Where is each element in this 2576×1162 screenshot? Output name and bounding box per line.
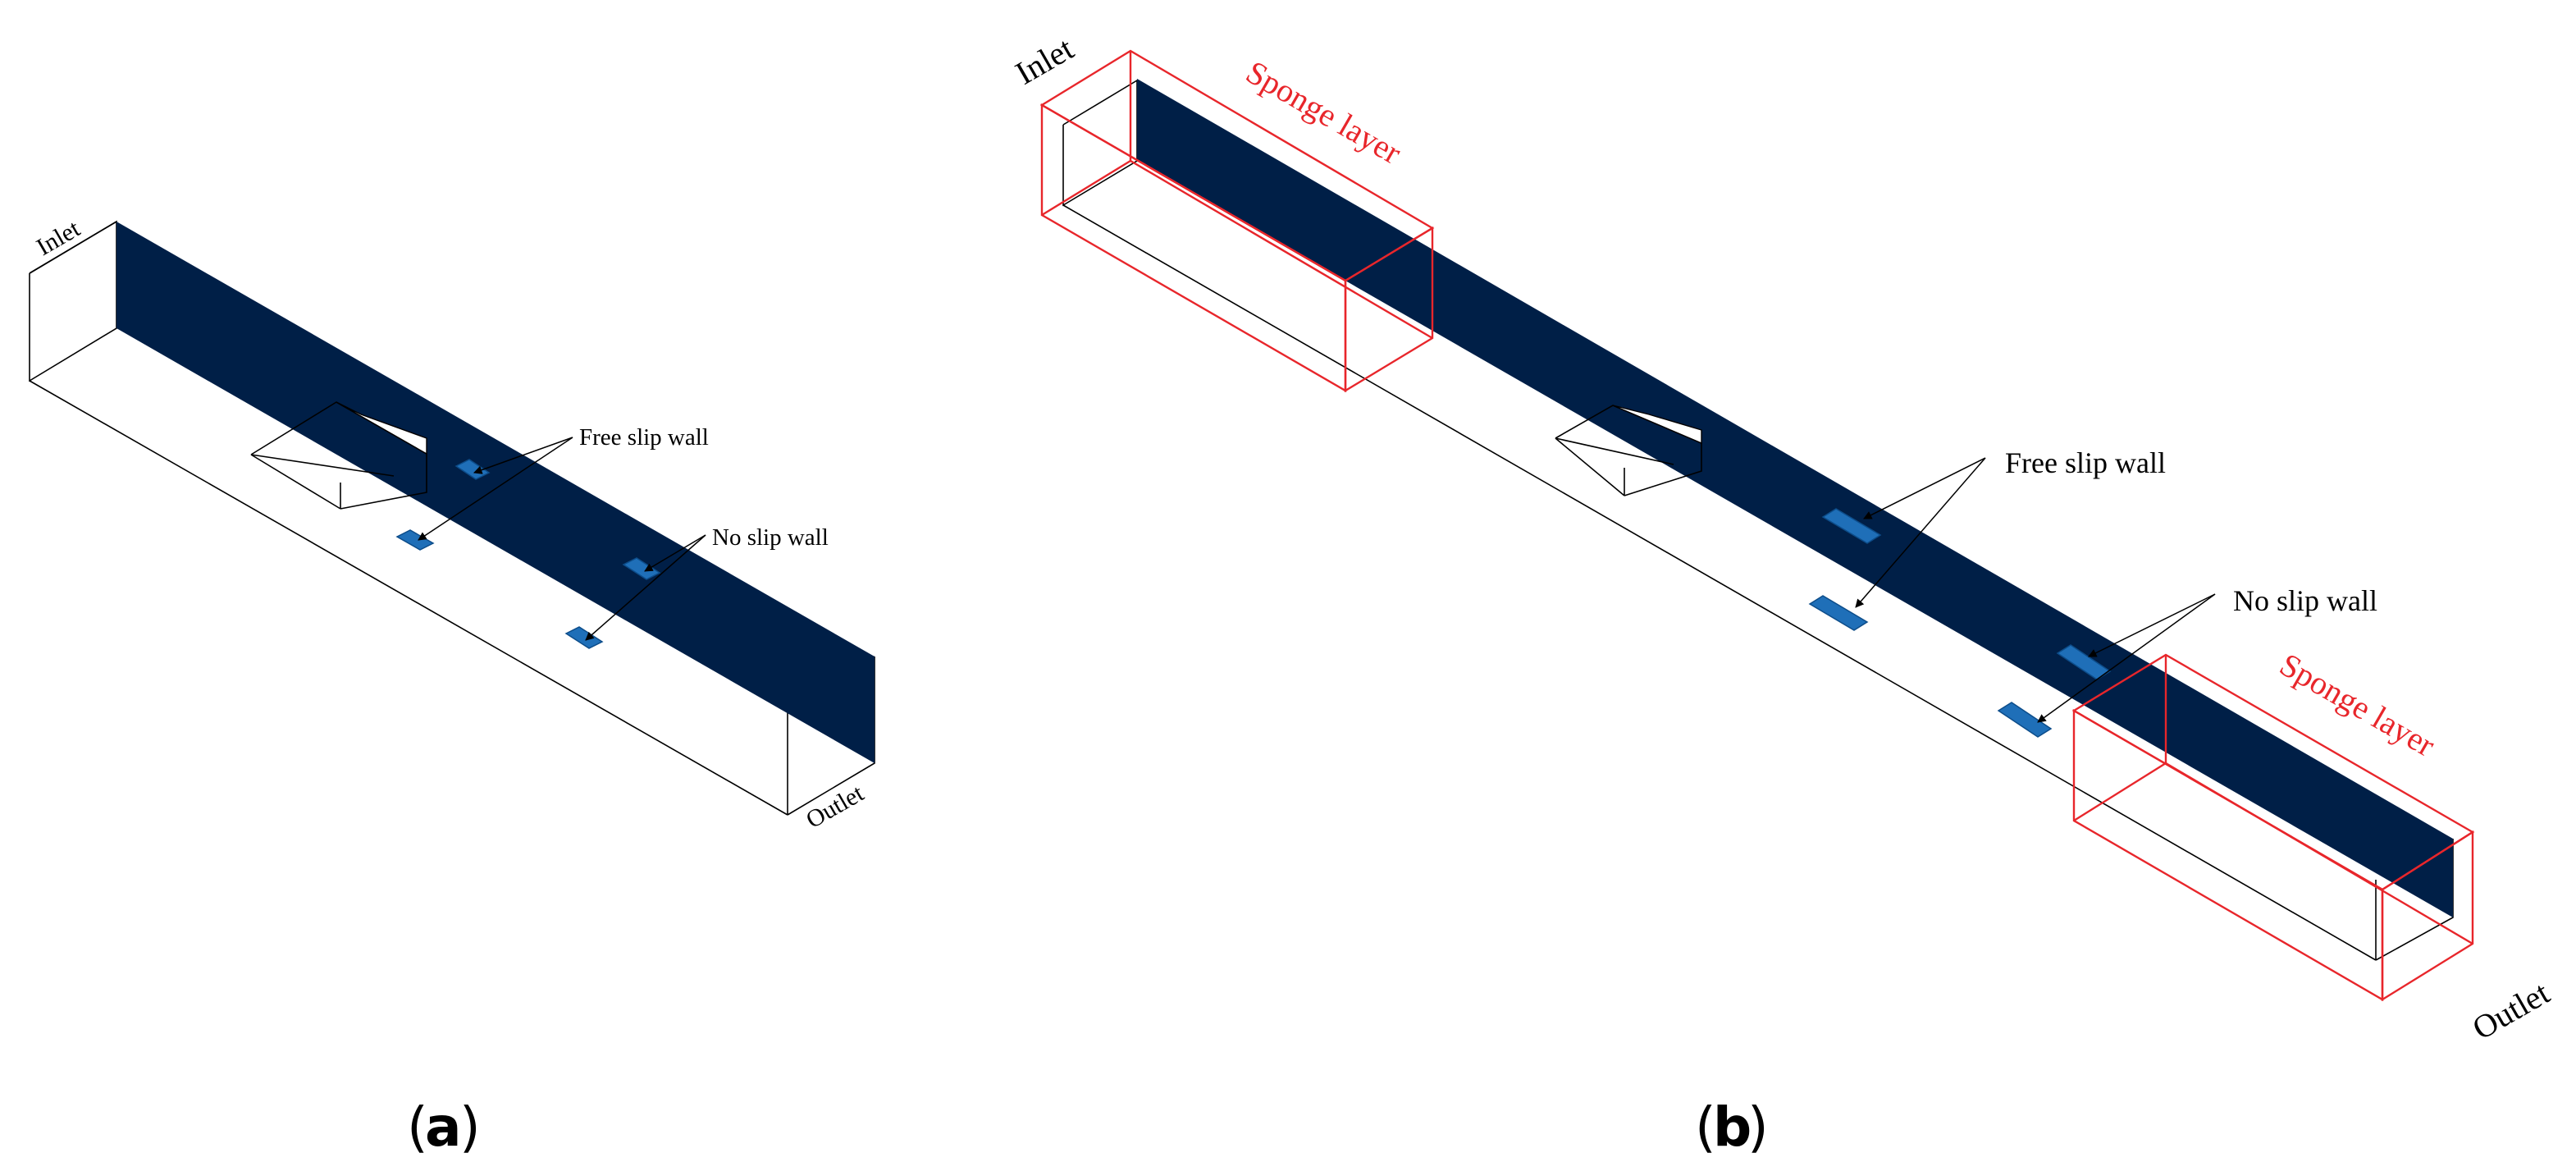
- panel-letter-b: ( b ): [1695, 1096, 1769, 1159]
- free-slip-label-a: Free slip wall: [579, 424, 709, 451]
- obstacle-a: [250, 401, 427, 510]
- no-slip-label-a: No slip wall: [712, 524, 829, 551]
- sponge-box-inlet: [1039, 49, 1435, 393]
- no-slip-arrow-2-a: [585, 534, 706, 641]
- svg-text:(: (: [407, 1096, 428, 1159]
- free-slip-label-b: Free slip wall: [2005, 446, 2166, 479]
- symmetry-plane-a: [116, 222, 875, 763]
- free-slip-arrow-2-b: [1855, 457, 1986, 608]
- free-slip-patch-floor-a: [395, 529, 435, 551]
- outlet-label-a: Outlet: [802, 780, 869, 834]
- panel-b: Inlet Sponge layer Free slip wall No sli…: [1009, 30, 2555, 1159]
- no-slip-arrow-2-b: [2037, 593, 2216, 723]
- obstacle-b: [1555, 405, 1702, 496]
- svg-text:b: b: [1713, 1096, 1752, 1159]
- free-slip-patch-floor-b: [1808, 595, 1869, 631]
- svg-text:a: a: [425, 1096, 462, 1159]
- no-slip-label-b: No slip wall: [2233, 584, 2377, 617]
- free-slip-patch-plane-b: [1821, 508, 1882, 544]
- sponge-box-outlet: [2071, 653, 2475, 1002]
- no-slip-arrow-1-b: [2088, 593, 2216, 657]
- panel-a: Inlet Outlet Free slip wall No slip wall…: [29, 215, 875, 1159]
- free-slip-arrow-2-a: [418, 437, 573, 541]
- svg-text:): ): [459, 1096, 481, 1159]
- no-slip-patch-plane-a: [622, 557, 661, 580]
- inlet-label-a: Inlet: [32, 215, 85, 261]
- sponge-layer-outlet-label: Sponge layer: [2274, 646, 2441, 764]
- svg-text:): ): [1747, 1096, 1769, 1159]
- no-slip-patch-plane-b: [2056, 644, 2112, 680]
- panel-letter-a: ( a ): [407, 1096, 481, 1159]
- free-slip-arrow-1-a: [473, 437, 573, 474]
- free-slip-patch-plane-a: [454, 459, 491, 480]
- no-slip-arrow-1-a: [644, 534, 706, 572]
- outlet-label-b: Outlet: [2466, 974, 2555, 1047]
- inlet-label-b: Inlet: [1009, 30, 1080, 92]
- no-slip-patch-floor-b: [1997, 702, 2053, 738]
- no-slip-patch-floor-a: [564, 626, 604, 649]
- free-slip-arrow-1-b: [1863, 457, 1986, 519]
- symmetry-plane-b: [1137, 79, 2453, 917]
- svg-text:(: (: [1695, 1096, 1716, 1159]
